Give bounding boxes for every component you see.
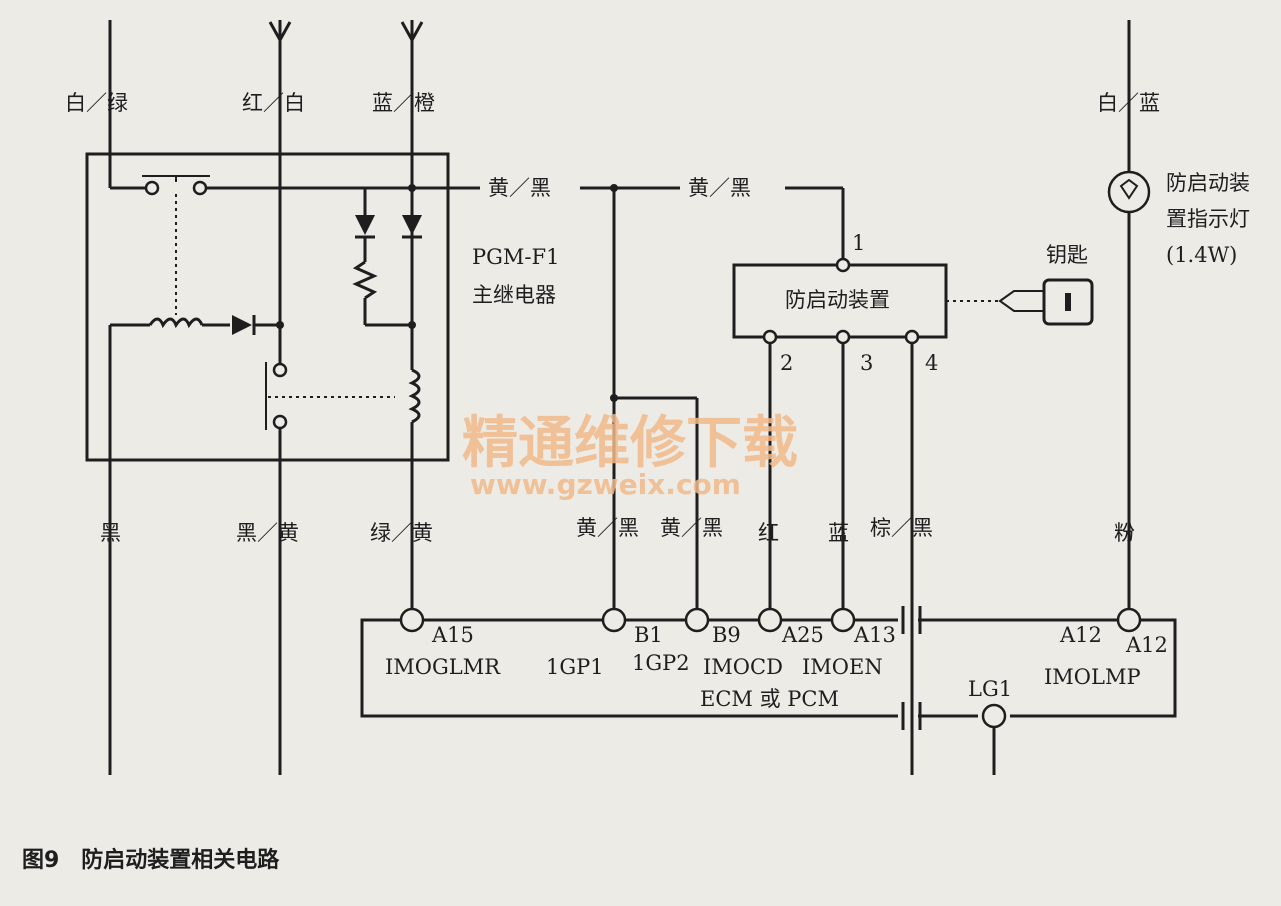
ecm-signal: IMOLMP <box>1044 665 1141 689</box>
wire-label: 黄／黑 <box>576 516 639 540</box>
lamp-icon <box>1107 170 1151 214</box>
pin-label: 2 <box>780 351 793 375</box>
ecm-pin: B9 <box>712 623 741 647</box>
figure-caption: 图9 防启动装置相关电路 <box>22 847 280 873</box>
wire-label: 黑／黄 <box>236 521 299 545</box>
main-relay <box>85 20 480 775</box>
wire-label: 白／绿 <box>65 91 128 115</box>
key-icon <box>998 290 1045 312</box>
lamp-label: 置指示灯 <box>1166 207 1250 231</box>
ecm-signal: IMOCD <box>703 655 783 679</box>
relay-label: PGM-F1 <box>472 245 559 269</box>
pin-label: 4 <box>925 351 938 375</box>
wire-label: 黑 <box>100 521 121 545</box>
ecm-box <box>360 606 1177 775</box>
indicator-lamp <box>1107 20 1151 612</box>
wire-label: 粉 <box>1114 521 1135 545</box>
ecm-signal: 1GP2 <box>632 651 690 675</box>
wire-label: 黄／黑 <box>688 176 751 200</box>
ground-label: LG1 <box>968 677 1012 701</box>
wire-label: 红／白 <box>242 91 305 115</box>
lamp-label: (1.4W) <box>1166 243 1237 267</box>
wire-label: 绿／黄 <box>370 521 433 545</box>
pin-label: 3 <box>860 351 873 375</box>
relay-box <box>85 152 450 462</box>
ecm-name: ECM 或 PCM <box>700 687 839 711</box>
lamp-label: 防启动装 <box>1166 171 1250 195</box>
wire-label: 蓝 <box>828 521 849 545</box>
key-label: 钥匙 <box>1046 243 1088 267</box>
watermark: 精通维修下载 <box>462 411 798 476</box>
ecm-pin: B1 <box>634 623 663 647</box>
wire-label: 黄／黑 <box>660 516 723 540</box>
immobilizer-label: 防启动装置 <box>785 288 890 312</box>
ecm-signal: 1GP1 <box>546 655 604 679</box>
wire-label: 蓝／橙 <box>372 91 435 115</box>
ecm-pin: A25 <box>781 623 824 647</box>
ecm-pin: A12 <box>1059 623 1102 647</box>
relay-label: 主继电器 <box>472 283 556 307</box>
ecm-pin: A13 <box>853 623 896 647</box>
ecm-signal: IMOGLMR <box>385 655 501 679</box>
ecm-pin: A15 <box>431 623 474 647</box>
pin-label: 1 <box>852 231 865 255</box>
wire-label: 红 <box>758 521 779 545</box>
ecm-pin: A12 <box>1125 633 1168 657</box>
ecm-signal: IMOEN <box>802 655 883 679</box>
wire-label: 白／蓝 <box>1097 91 1160 115</box>
watermark-url: www.gzweix.com <box>470 468 741 501</box>
immobilizer-unit <box>732 257 1094 775</box>
wire-label: 黄／黑 <box>488 176 551 200</box>
wire-label: 棕／黑 <box>870 516 933 540</box>
